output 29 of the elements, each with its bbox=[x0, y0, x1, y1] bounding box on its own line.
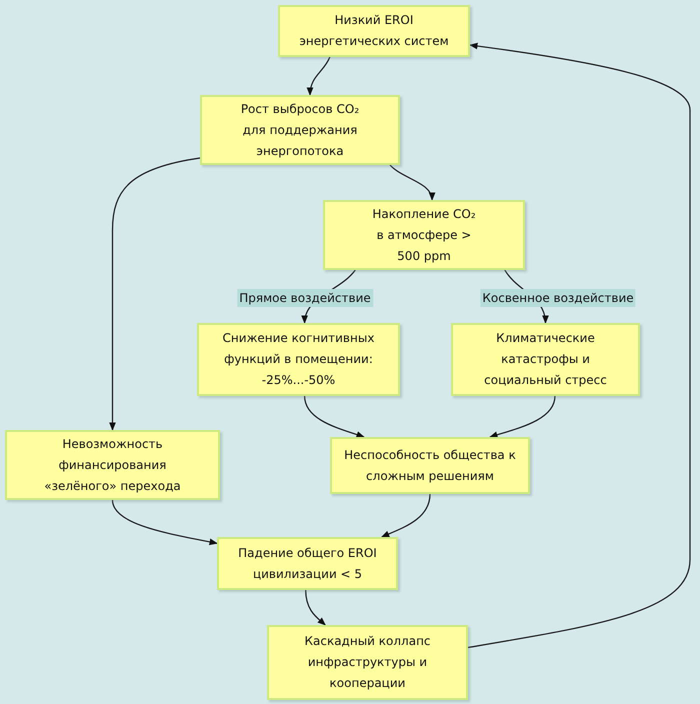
arrow bbox=[304, 396, 365, 438]
process-box bbox=[197, 323, 400, 396]
box-text: Рост выбросов CO₂ для поддержания энергопотока bbox=[240, 100, 360, 160]
process-box bbox=[278, 5, 470, 57]
arrow bbox=[305, 590, 326, 626]
arrow bbox=[307, 56, 330, 96]
process-box bbox=[451, 323, 640, 396]
arrow bbox=[390, 164, 434, 201]
box-text: Падение общего EROI цивилизации < 5 bbox=[237, 544, 378, 582]
box-text: Низкий EROI энергетических систем bbox=[298, 12, 450, 50]
process-box bbox=[5, 430, 220, 500]
box-text: Накопление CO₂ в атмосфере > 500 ppm bbox=[371, 206, 477, 264]
box-text: Неспособность общества к сложным решениям bbox=[343, 446, 517, 484]
process-box bbox=[267, 625, 468, 700]
arrow bbox=[468, 42, 691, 648]
arrow bbox=[489, 396, 556, 438]
box-text: Снижение когнитивных функций в помещении: -25%...-50% bbox=[222, 330, 376, 389]
process-box bbox=[330, 437, 530, 494]
process-box bbox=[200, 95, 400, 165]
edge-label: Прямое воздействие bbox=[237, 289, 373, 307]
edge-label: Косвенное воздействие bbox=[480, 289, 636, 307]
arrow bbox=[109, 157, 200, 431]
process-box bbox=[217, 537, 398, 590]
process-box bbox=[323, 200, 525, 270]
box-text: Климатические катастрофы и социальный стресс bbox=[483, 330, 608, 389]
arrow bbox=[380, 494, 431, 538]
arrow bbox=[112, 500, 218, 546]
box-text: Каскадный коллапс инфраструктуры и кооперации bbox=[303, 633, 432, 692]
box-text: Невозможность финансирования «зелёного» перехода bbox=[43, 436, 182, 494]
